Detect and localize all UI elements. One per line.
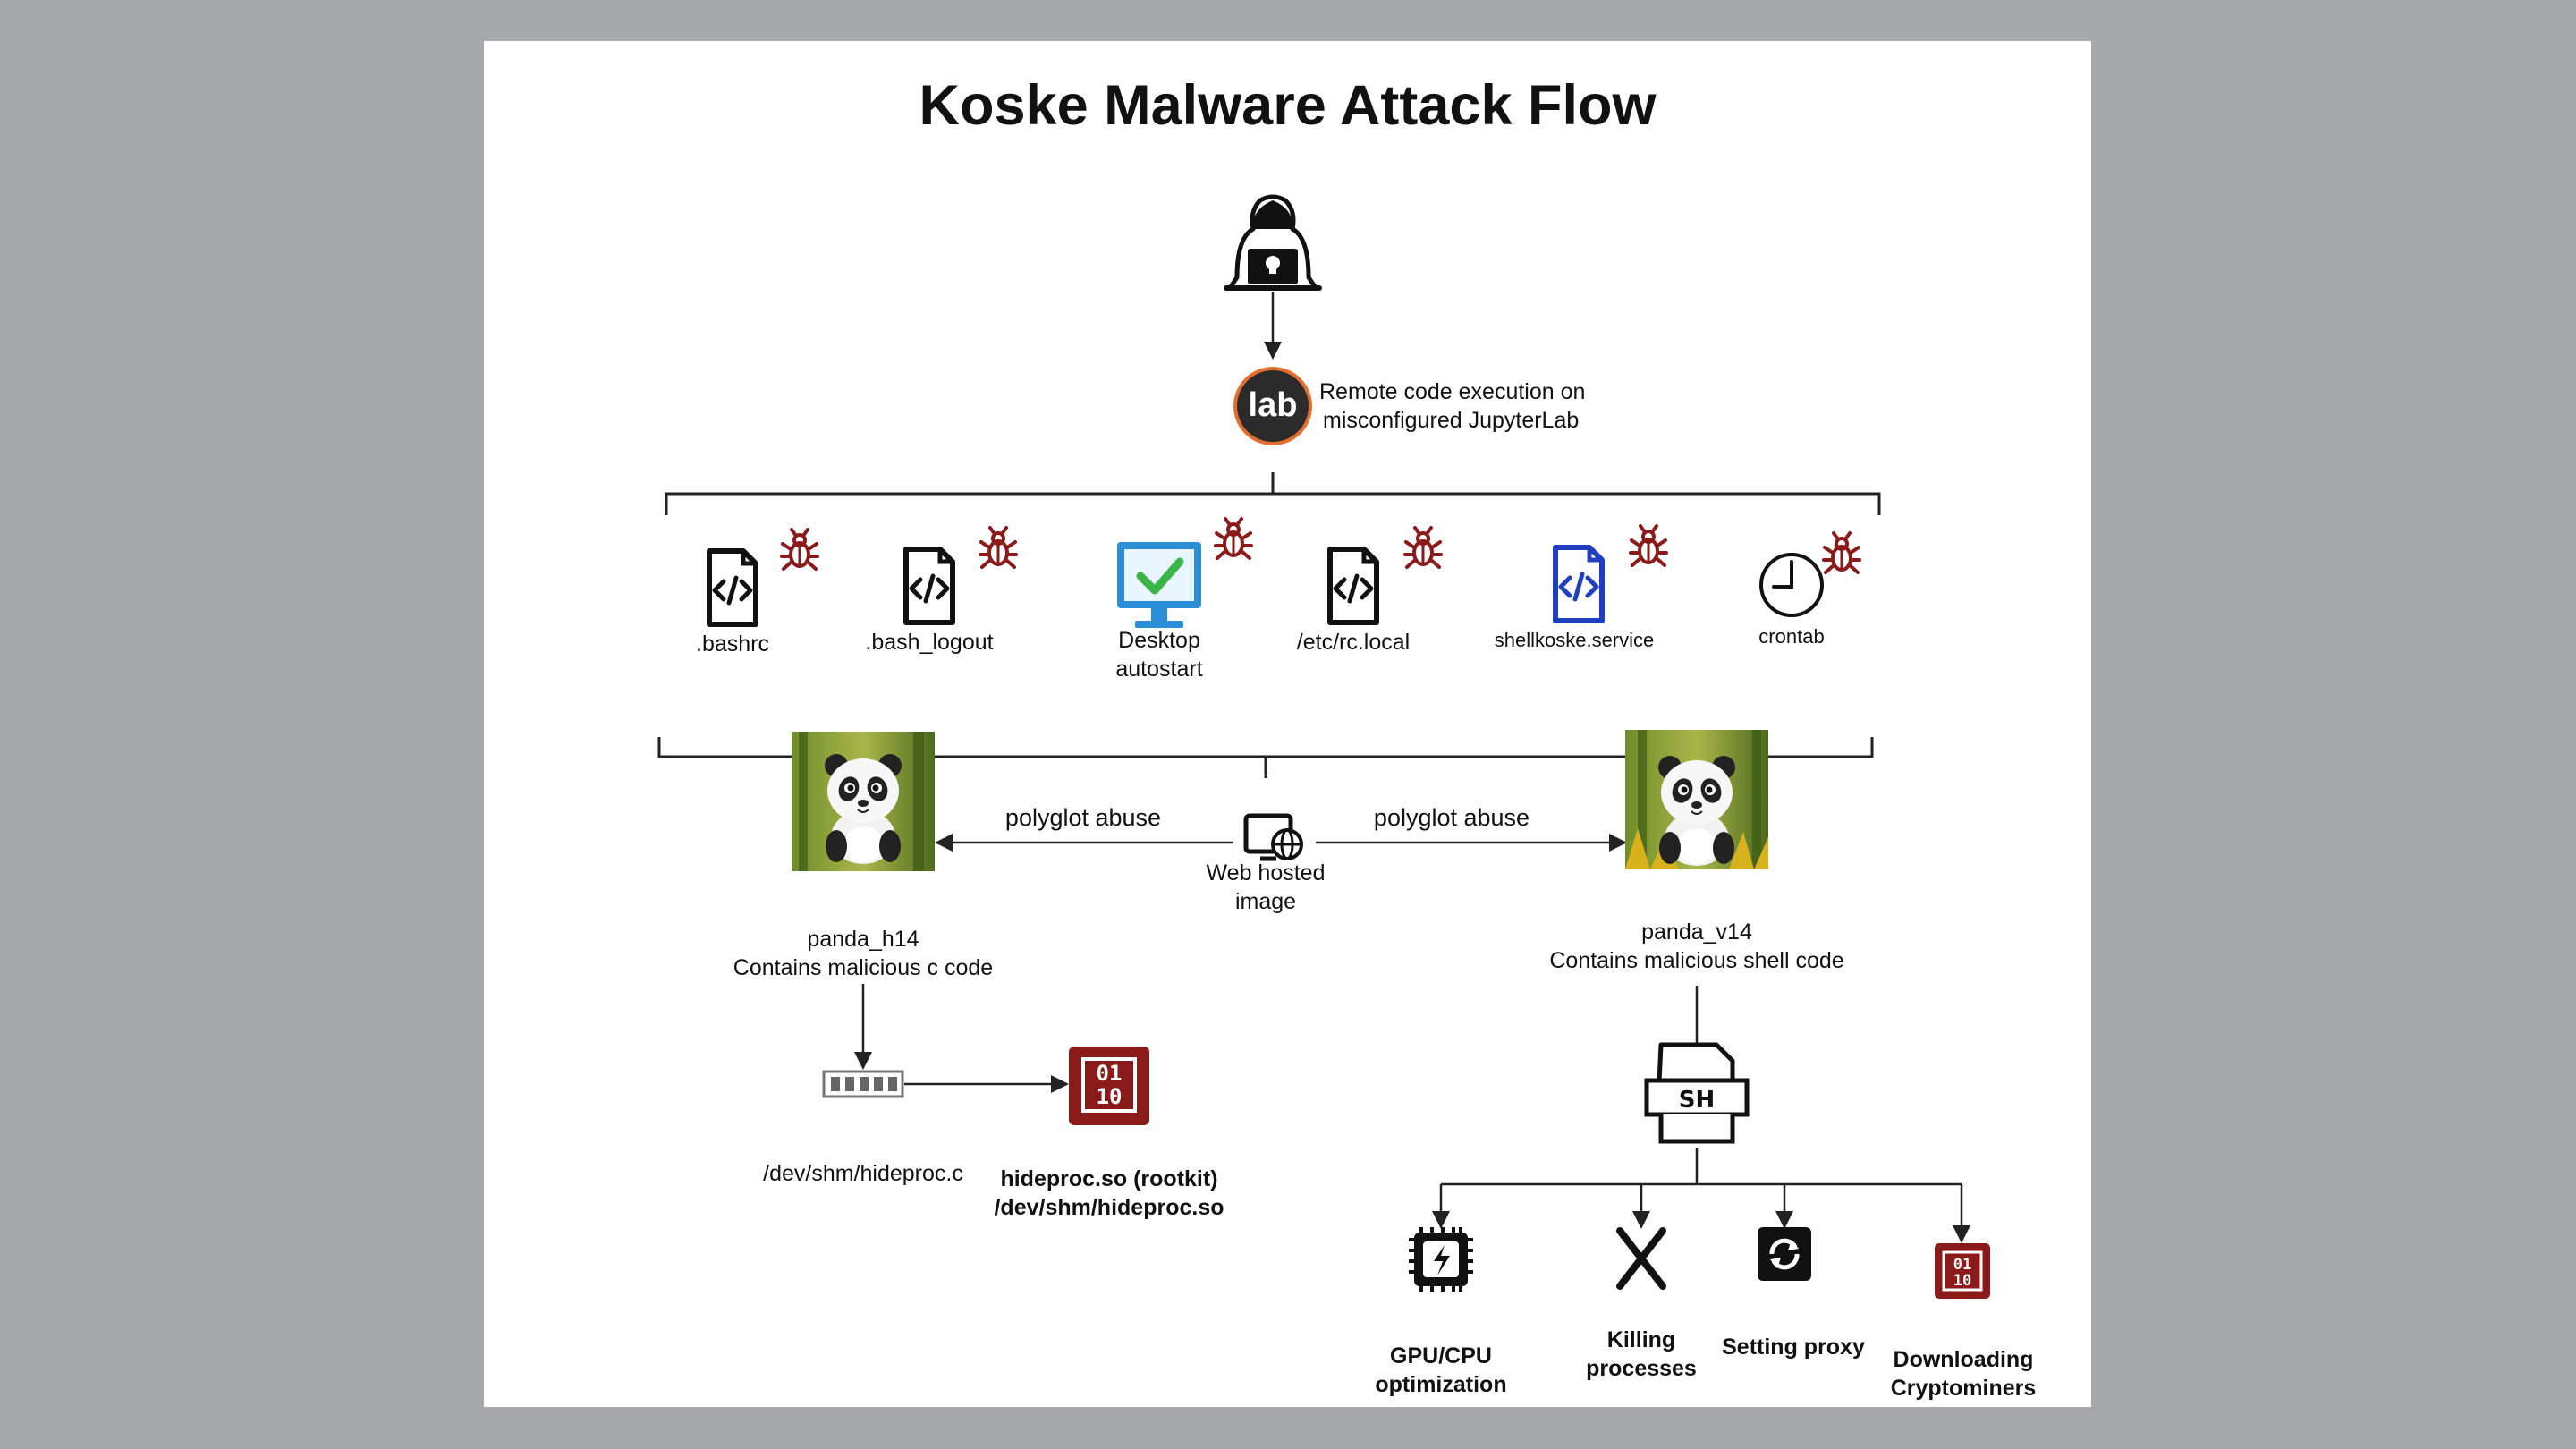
memory-label: /dev/shm/hideproc.c (763, 1161, 963, 1186)
shell-script-icon (1644, 1042, 1750, 1144)
clock-icon (1759, 553, 1824, 617)
panda-right-desc: Contains malicious shell code (1549, 948, 1844, 973)
bug-icon (1822, 531, 1861, 574)
diagram-canvas: 01 10 SH (657, 194, 1990, 1299)
rootkit-glyph-bottom: 10 (1097, 1084, 1123, 1109)
bash-logout-file-icon (906, 549, 953, 623)
persistence-label-bashrc: .bashrc (696, 631, 769, 657)
bug-icon (1629, 524, 1668, 567)
persistence-label-shellkoske: shellkoske.service (1494, 629, 1655, 651)
action-gpu-line1: GPU/CPU (1390, 1343, 1492, 1368)
web-hosted-image-icon (1243, 813, 1303, 861)
persistence-label-rc-local: /etc/rc.local (1296, 630, 1411, 655)
jupyterlab-logo (1233, 367, 1312, 445)
rootkit-binary-icon (1069, 1046, 1149, 1125)
bug-icon (1403, 526, 1443, 569)
rootkit-label-line2: /dev/shm/hideproc.so (994, 1195, 1224, 1220)
edge-label-polyglot-right: polyglot abuse (1373, 804, 1530, 831)
binary-icon (1935, 1243, 1990, 1299)
binary-glyph-top: 01 (1953, 1256, 1971, 1274)
action-branch-lines (1441, 1148, 1962, 1186)
panda-left-desc: Contains malicious c code (733, 955, 994, 980)
action-killing-line1: Killing (1606, 1327, 1676, 1352)
entry-description-line1: Remote code execution on (1319, 379, 1586, 404)
rootkit-label-line1: hideproc.so (rootkit) (1000, 1166, 1218, 1191)
panda-h14-image (792, 732, 935, 871)
diagram-title: Koske Malware Attack Flow (919, 74, 1657, 137)
bug-icon (1214, 517, 1253, 560)
bug-icon (780, 528, 819, 571)
x-icon (1616, 1227, 1666, 1290)
persistence-bracket-bottom (657, 737, 1874, 778)
memory-chip-icon (822, 1070, 904, 1098)
panda-right-name: panda_v14 (1641, 919, 1752, 945)
web-hosted-label-line1: Web hosted (1206, 860, 1326, 886)
action-crypto-line2: Cryptominers (1890, 1376, 2037, 1401)
edge-label-polyglot-left: polyglot abuse (1004, 804, 1162, 831)
chip-icon (1409, 1227, 1473, 1292)
rc-local-file-icon (1330, 549, 1377, 623)
refresh-icon (1758, 1227, 1811, 1281)
shell-glyph: SH (1679, 1087, 1716, 1114)
persistence-bracket-top (665, 472, 1881, 515)
persistence-label-desktop: Desktop (1118, 628, 1200, 653)
bug-icon (979, 526, 1018, 569)
rootkit-binary-frame (1081, 1057, 1137, 1113)
persistence-label-bash-logout: .bash_logout (865, 630, 994, 655)
binary-glyph-bottom: 10 (1953, 1272, 1971, 1290)
shellkoske-service-file-icon (1555, 547, 1602, 621)
web-hosted-label-line2: image (1234, 889, 1297, 914)
hacker-icon (1224, 194, 1322, 291)
diagram-card: Koske Malware Attack Flow (484, 41, 2091, 1407)
action-proxy-line1: Setting proxy (1722, 1335, 1865, 1360)
action-killing-line2: processes (1586, 1356, 1697, 1381)
action-gpu-line2: optimization (1375, 1372, 1507, 1397)
monitor-check-icon (1117, 542, 1201, 628)
rootkit-glyph-top: 01 (1097, 1061, 1123, 1086)
panda-left-name: panda_h14 (807, 927, 919, 952)
persistence-label-crontab: crontab (1758, 625, 1825, 648)
panda-v14-image (1625, 730, 1768, 869)
entry-description-line2: misconfigured JupyterLab (1323, 408, 1580, 433)
persistence-label-autostart: autostart (1115, 657, 1203, 682)
bashrc-file-icon (709, 551, 756, 624)
lab-badge-text: lab (1248, 386, 1298, 424)
action-crypto-line1: Downloading (1893, 1347, 2034, 1372)
